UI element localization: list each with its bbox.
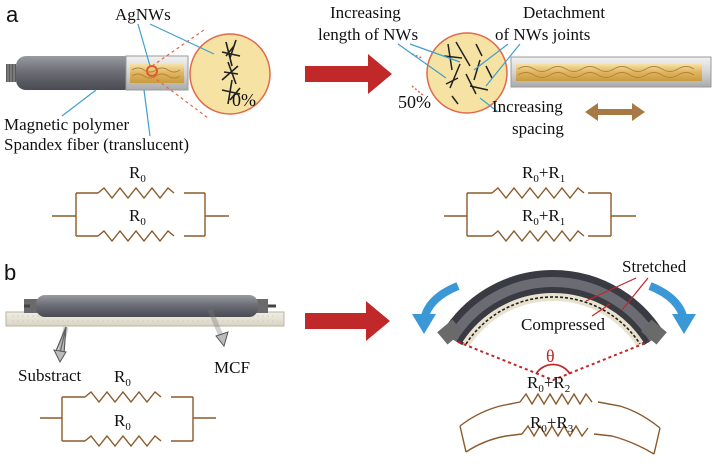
spacing-double-arrow <box>585 103 645 121</box>
resistor-top-right <box>491 186 585 200</box>
nanowire-network-50 <box>443 41 493 105</box>
spandex-label: Spandex fiber (translucent) <box>4 135 189 154</box>
mcf-pointer <box>207 309 229 348</box>
resistor-b-top-label: R0 <box>114 367 131 389</box>
bent-right-cap <box>641 319 667 345</box>
resistor-b-top <box>84 390 162 404</box>
transition-arrow-a <box>305 54 392 94</box>
increasing-spacing-line2: spacing <box>512 119 564 138</box>
nanowire-network-0 <box>221 39 241 105</box>
compressed-label: Compressed <box>521 315 606 334</box>
panel-a: a 0% AgNWs Magnetic polymer S <box>4 2 712 243</box>
resistor-b-top-right <box>519 392 593 406</box>
curved-wire-joins <box>459 425 661 455</box>
resistor-bottom-right <box>491 229 585 243</box>
bend-angle <box>457 341 649 382</box>
bend-arrow-left <box>412 282 460 334</box>
compressed-boundary <box>465 296 641 345</box>
material-pointers <box>61 89 151 137</box>
strain-50-label: 50% <box>398 92 431 112</box>
cap-ridges <box>7 64 15 82</box>
agnws-label: AgNWs <box>115 5 171 24</box>
strain-0-label: 0% <box>232 90 256 110</box>
stretched-agnw-texture <box>517 66 695 78</box>
panel-a-letter: a <box>6 2 19 27</box>
resistor-b-bottom <box>84 434 162 448</box>
mcf-label: MCF <box>214 358 250 377</box>
transition-arrow-b <box>305 301 390 341</box>
theta-label: θ <box>546 346 555 366</box>
circuit-b-left: R0 R0 <box>40 367 216 448</box>
resistor-b-bottom-right-label: R0+R3 <box>530 413 574 435</box>
bent-left-cap <box>437 319 463 345</box>
resistor-b-bottom-label: R0 <box>114 411 131 433</box>
stretched-pointer-2 <box>621 277 649 311</box>
left-end-cap <box>24 299 38 313</box>
detachment-line1: Detachment <box>523 3 605 22</box>
bend-arrow-right <box>648 282 696 334</box>
resistor-bottom-label: R0 <box>129 206 146 228</box>
resistor-b-top-right-label: R0+R2 <box>527 373 570 395</box>
panel-b-letter: b <box>4 260 16 285</box>
substract-label: Substract <box>18 366 82 385</box>
circuit-a-left: R0 R0 <box>52 163 229 243</box>
increasing-length-line2: length of NWs <box>318 25 418 44</box>
curved-wire-right-top <box>597 401 661 429</box>
agnws-pointers <box>137 23 215 67</box>
compressed-pointer <box>591 303 611 317</box>
zoom-circle-50-percent <box>411 32 508 114</box>
resistor-bottom-right-label: R0+R1 <box>522 206 565 228</box>
circuit-a-right: R0+R1 R0+R1 <box>444 163 636 243</box>
increasing-length-line1: Increasing <box>330 3 401 22</box>
resistor-top-right-label: R0+R1 <box>522 163 565 185</box>
zoom-guide-top <box>151 29 205 67</box>
stretched-pointer-1 <box>585 277 637 302</box>
magnetic-polymer-coating <box>16 56 134 90</box>
flat-fiber-assembly <box>5 295 285 327</box>
curved-wire-left-bottom <box>465 433 523 453</box>
stretched-fiber <box>510 56 712 88</box>
detachment-line2: of NWs joints <box>495 25 590 44</box>
stretched-agnw-layer <box>516 63 702 81</box>
nw-pointers <box>397 43 521 113</box>
mcf-fiber <box>36 295 258 317</box>
substract-pointer <box>53 326 69 364</box>
increasing-spacing-line1: Increasing <box>492 97 563 116</box>
resistor-top <box>97 186 175 200</box>
resistor-b-bottom-right <box>521 424 589 438</box>
resistor-top-label: R0 <box>129 163 146 185</box>
curved-wire-right-bottom <box>593 433 655 455</box>
stretched-zoom-circle <box>426 32 508 114</box>
stretched-label: Stretched <box>622 257 687 276</box>
panel-b: b Substract MCF <box>4 257 696 455</box>
zoom-circle-0-percent <box>151 29 271 119</box>
curved-wire-left-top <box>459 401 521 427</box>
magnetic-polymer-label: Magnetic polymer <box>4 115 129 134</box>
bent-fiber-assembly <box>437 270 667 347</box>
fiber-0-percent <box>6 55 189 91</box>
resistor-bottom <box>97 229 175 243</box>
circuit-b-right: R0+R2 R0+R3 <box>459 373 661 455</box>
